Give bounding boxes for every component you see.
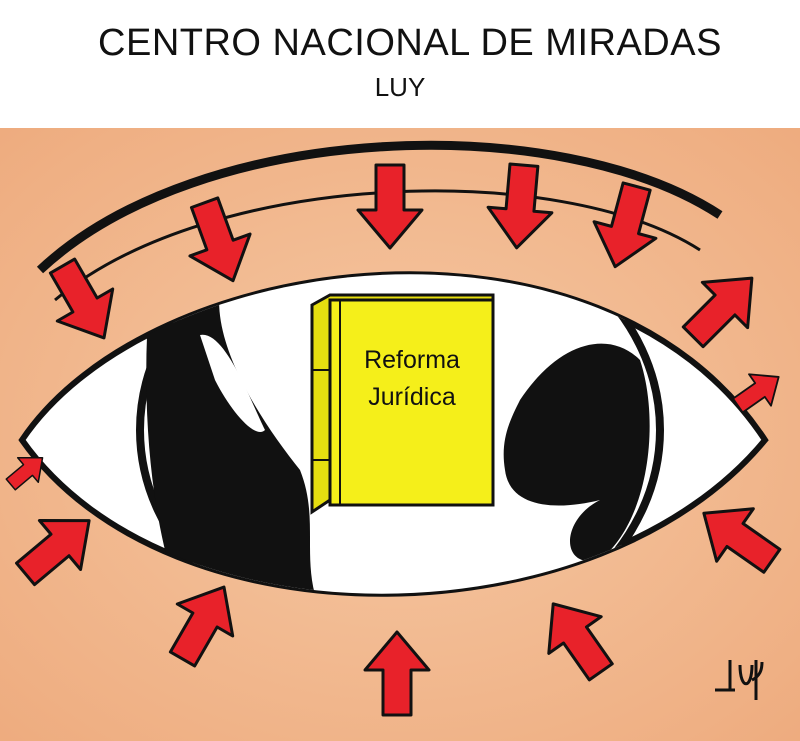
book-title-line2: Jurídica	[368, 383, 456, 411]
iris-shape-left	[146, 274, 320, 594]
cartoon-author: LUY	[374, 72, 426, 102]
eyebrow	[36, 140, 723, 274]
iris-shape-right	[503, 343, 650, 562]
signature	[715, 660, 764, 700]
book-icon: Reforma Jurídica	[310, 293, 495, 515]
cartoon-title: CENTRO NACIONAL DE MIRADAS	[98, 22, 722, 64]
highlight	[200, 334, 265, 432]
book-title-line1: Reforma	[364, 346, 460, 374]
cartoon-illustration: Reforma Jurídica	[0, 128, 800, 741]
